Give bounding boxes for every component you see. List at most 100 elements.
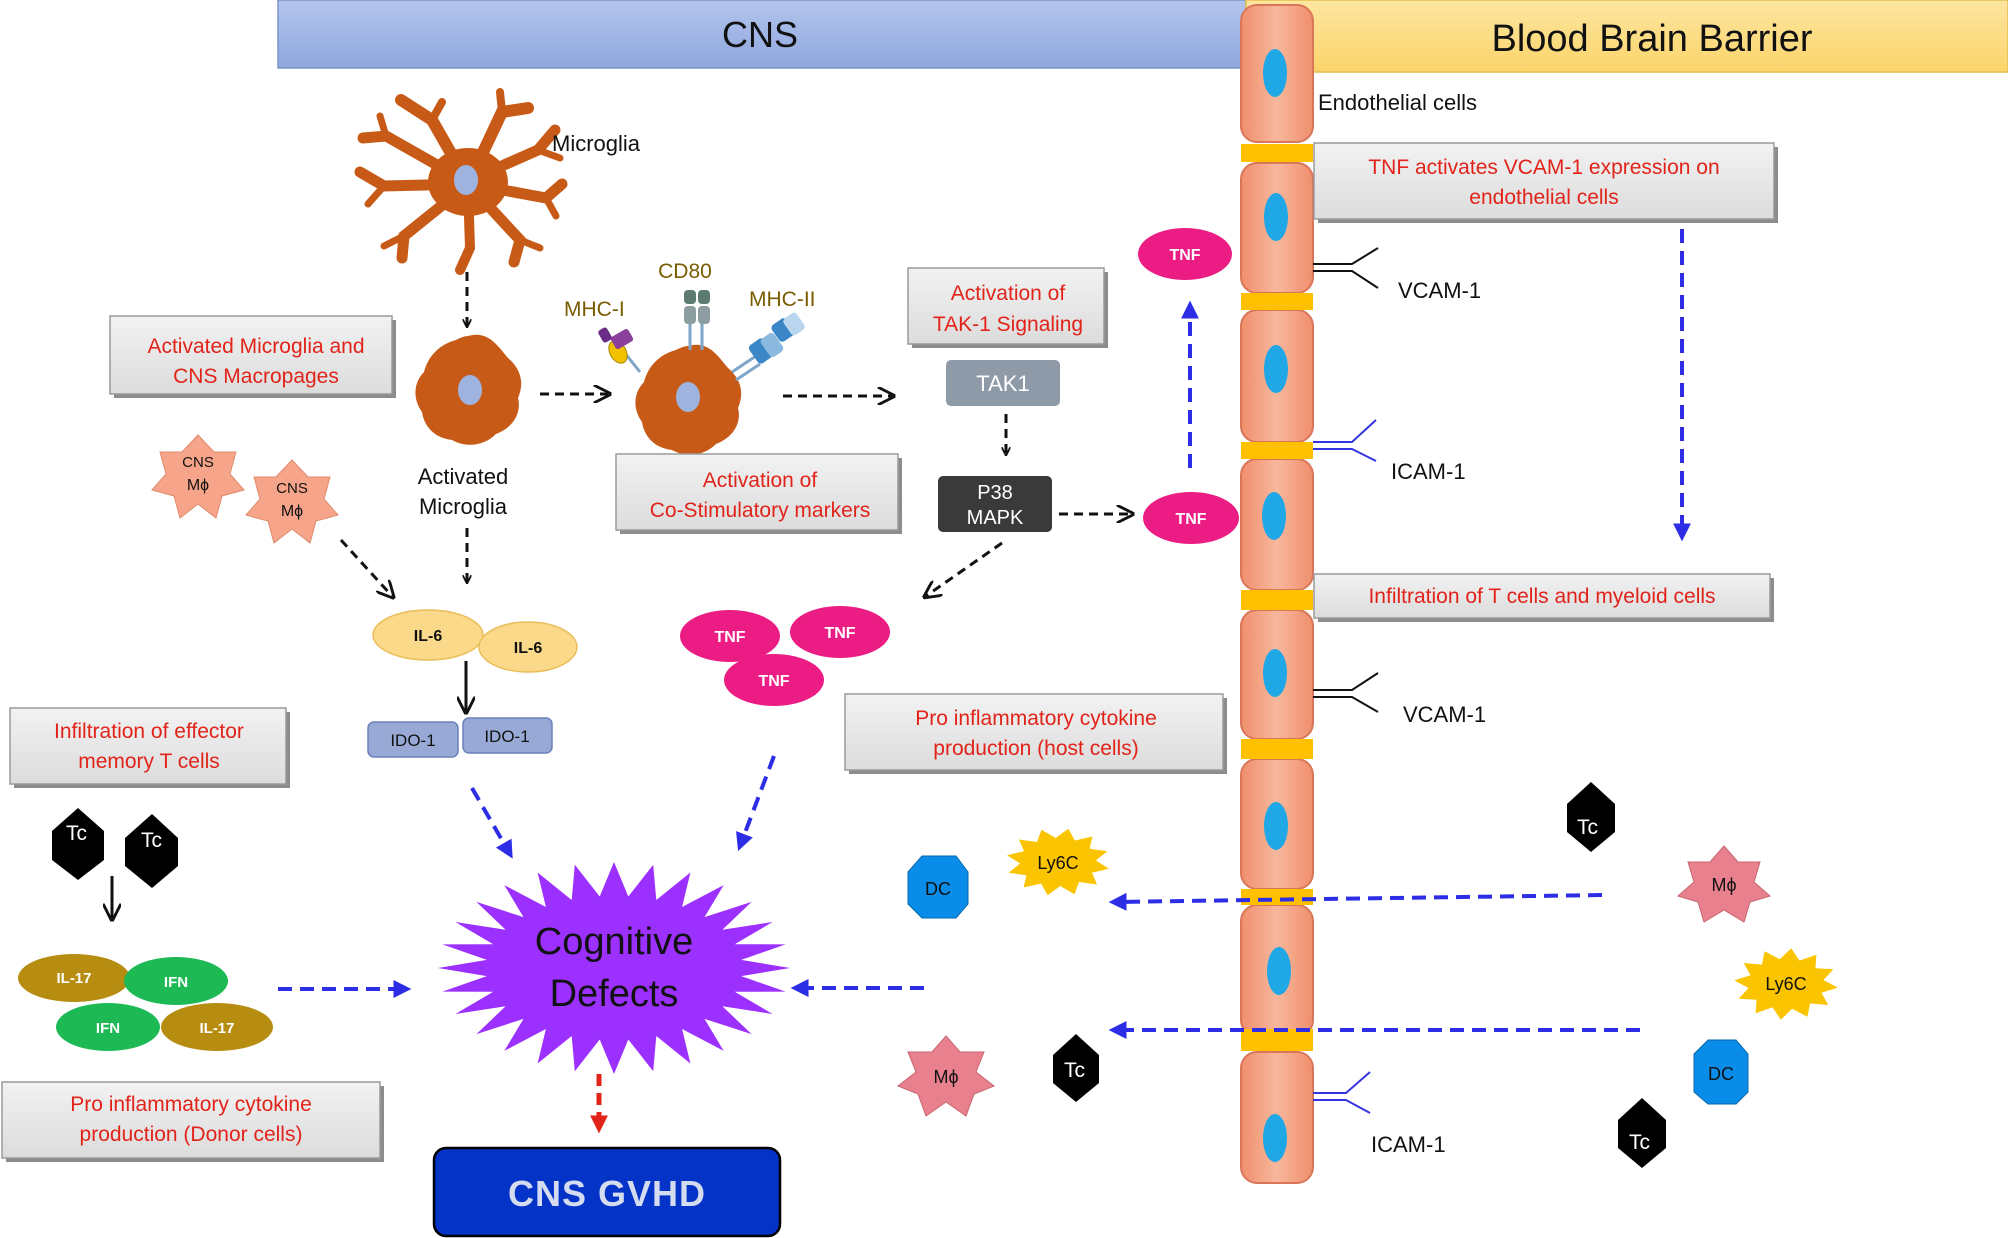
svg-text:production (host cells): production (host cells) — [933, 737, 1138, 760]
tnf-label: TNF — [758, 673, 789, 690]
vcam1-receptor — [1313, 247, 1379, 289]
ifn-label: IFN — [96, 1020, 120, 1037]
ido1-node — [462, 717, 553, 754]
cognitive-defects-burst — [438, 862, 790, 1074]
svg-text:Pro inflammatory cytokine: Pro inflammatory cytokine — [70, 1093, 312, 1116]
dc-label: DC — [925, 879, 951, 899]
vcam1-receptor — [1313, 672, 1379, 713]
black-solid-arrows — [112, 661, 466, 918]
mhc1-receptor — [598, 327, 642, 373]
box-proinflam-donor: Pro inflammatory cytokine production (Do… — [1, 1081, 384, 1162]
svg-text:memory T cells: memory T cells — [78, 750, 220, 773]
cns-mphi-label: CNS — [276, 480, 308, 497]
dc-label: DC — [1708, 1064, 1734, 1084]
tight-junction — [1241, 144, 1313, 162]
p38-label: P38 — [977, 482, 1013, 504]
ifn-node — [56, 1003, 160, 1051]
tc-cell — [1567, 782, 1615, 852]
cd80-label: CD80 — [658, 260, 712, 283]
il17-node — [18, 954, 130, 1002]
svg-text:Co-Stimulatory markers: Co-Stimulatory markers — [650, 499, 871, 522]
mhc2-receptor — [731, 312, 805, 382]
tnf-node — [1143, 492, 1239, 544]
microglia-nucleus — [676, 382, 700, 412]
cns-gvhd-box — [432, 1146, 782, 1238]
microglia-label: Microglia — [552, 131, 641, 156]
vcam1-label: VCAM-1 — [1398, 278, 1481, 303]
tc-label: Tc — [1577, 816, 1598, 839]
box-tnf-vcam: TNF activates VCAM-1 expression on endot… — [1313, 142, 1778, 223]
endothelial-nucleus — [1264, 193, 1288, 241]
endothelial-nucleus — [1263, 649, 1287, 697]
cns-header — [277, 0, 1247, 69]
tak1-node — [946, 360, 1060, 406]
mhc2-label: MHC-II — [749, 288, 816, 311]
ifn-label: IFN — [164, 974, 188, 991]
box-activated-microglia: Activated Microglia and CNS Macropages — [109, 315, 396, 398]
svg-text:Activation of: Activation of — [703, 469, 818, 492]
dc-cell — [907, 855, 969, 919]
il6-label: IL-6 — [414, 628, 443, 645]
endothelial-column — [1240, 4, 1314, 1184]
tc-label: Tc — [1629, 1131, 1650, 1154]
cns-macrophage-star — [151, 434, 245, 519]
box-proinflam-host: Pro inflammatory cytokine production (ho… — [844, 693, 1227, 774]
tnf-node — [724, 654, 824, 706]
tc-label: Tc — [1064, 1059, 1085, 1082]
tnf-label: TNF — [714, 629, 745, 646]
blue-dashed-arrows — [278, 229, 1691, 1039]
tc-cell — [52, 808, 104, 880]
svg-text:production (Donor cells): production (Donor cells) — [80, 1123, 303, 1146]
tc-cell — [1053, 1034, 1099, 1102]
tc-label: Tc — [66, 822, 87, 845]
ifn-node — [124, 957, 228, 1005]
cns-mphi-label: Mϕ — [281, 503, 303, 520]
tnf-node — [790, 606, 890, 658]
black-dashed-arrows — [339, 272, 1131, 596]
icam1-receptor — [1313, 1071, 1371, 1114]
macrophage-cell — [897, 1035, 995, 1117]
cns-mphi-label: CNS — [182, 454, 214, 471]
tight-junction — [1241, 590, 1313, 610]
cns-gvhd-label: CNS GVHD — [508, 1173, 706, 1214]
endothelial-nucleus — [1263, 1114, 1287, 1162]
microglia-nucleus — [458, 375, 482, 405]
ly6c-cell — [1007, 828, 1109, 896]
svg-text:TAK-1 Signaling: TAK-1 Signaling — [933, 313, 1083, 336]
activated-microglia-label: Microglia — [419, 494, 508, 519]
mphi-label: Mϕ — [1711, 875, 1736, 895]
tnf-label: TNF — [1169, 247, 1200, 264]
endothelial-nucleus — [1262, 492, 1286, 540]
tak1-label: TAK1 — [976, 371, 1029, 396]
ly6c-label: Ly6C — [1037, 853, 1078, 873]
ido1-label: IDO-1 — [390, 731, 435, 750]
endothelial-nucleus — [1263, 49, 1287, 97]
tight-junction — [1241, 1029, 1313, 1051]
box-infiltration-effector: Infiltration of effector memory T cells — [9, 707, 290, 788]
endothelial-cells-label: Endothelial cells — [1318, 90, 1477, 115]
ly6c-cell — [1734, 948, 1838, 1020]
endothelial-nucleus — [1267, 947, 1291, 995]
svg-text:Infiltration of T cells and my: Infiltration of T cells and myeloid cell… — [1368, 585, 1715, 608]
cns-header-label: CNS — [722, 14, 798, 55]
box-costim-markers: Activation of Co-Stimulatory markers — [615, 453, 902, 534]
tight-junction — [1241, 739, 1313, 759]
mphi-label: Mϕ — [933, 1067, 958, 1087]
endothelial-nucleus — [1264, 802, 1288, 850]
il17-label: IL-17 — [199, 1020, 234, 1037]
cognitive-defects-label: Defects — [550, 973, 679, 1015]
icam1-label: ICAM-1 — [1391, 459, 1466, 484]
bbb-header-label: Blood Brain Barrier — [1491, 18, 1812, 60]
il6-node — [478, 621, 578, 673]
cns-macrophage-star — [245, 459, 339, 544]
bbb-header — [1245, 0, 2008, 73]
tc-label: Tc — [141, 829, 162, 852]
cns-mphi-label: Mϕ — [187, 477, 209, 494]
il6-node — [372, 609, 484, 661]
ido1-node — [367, 721, 459, 758]
svg-text:TNF activates VCAM-1 expressio: TNF activates VCAM-1 expression on — [1368, 156, 1719, 179]
svg-text:Activation of: Activation of — [951, 282, 1066, 305]
ido1-label: IDO-1 — [484, 727, 529, 746]
icam1-receptor — [1313, 419, 1377, 462]
